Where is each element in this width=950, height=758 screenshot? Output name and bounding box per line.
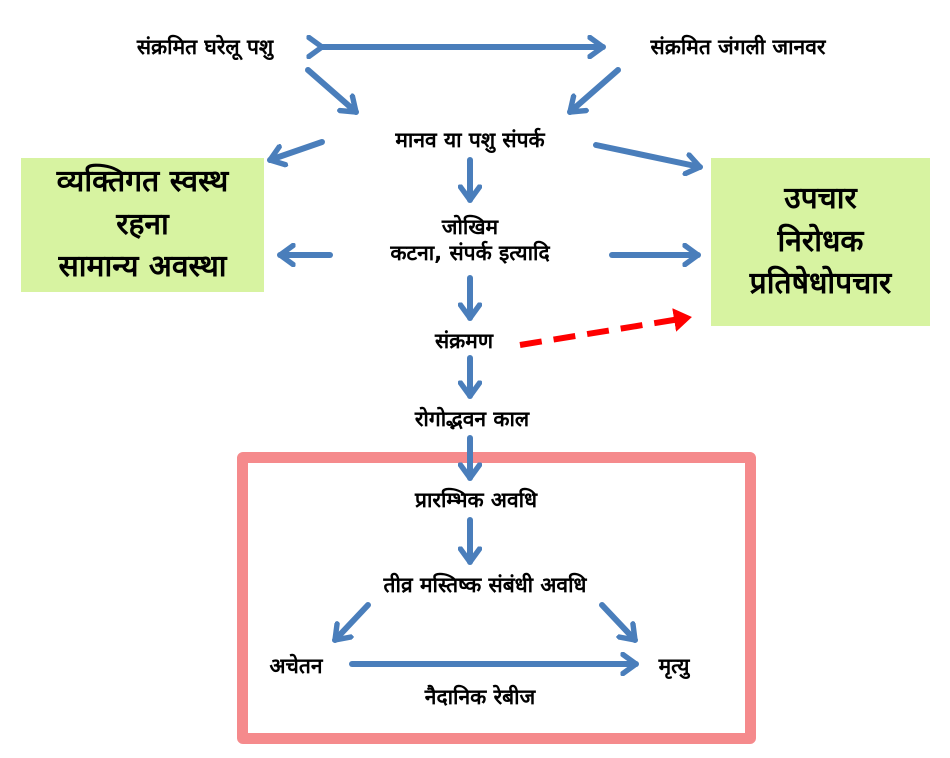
arrow-contact-to-left-box: [267, 139, 325, 160]
node-risk: जोखिम कटना, संपर्क इत्यादि: [390, 214, 549, 267]
treatment-line-3: प्रतिषेधोपचार: [749, 266, 892, 302]
node-infected-domestic: संक्रमित घरेलू पशु: [136, 34, 274, 59]
arrow-acute-to-coma: [332, 602, 371, 643]
node-clinical-rabies: नैदानिक रेबीज: [424, 684, 536, 709]
node-death: मृत्यु: [658, 653, 690, 678]
arrow-acute-to-death: [599, 602, 638, 643]
arrow-domestic-to-contact: [305, 67, 359, 115]
node-contact: मानव या पशु संपर्क: [395, 127, 545, 152]
arrow-infection-to-treatment-dashed: [519, 308, 692, 348]
node-prodromal: प्रारम्भिक अवधि: [411, 486, 541, 514]
treatment-line-1: उपचार: [784, 181, 857, 217]
healthy-line-3: सामान्य अवस्था: [58, 249, 227, 285]
node-coma: अचेतन: [269, 653, 323, 678]
treatment-box: उपचार निरोधक प्रतिषेधोपचार: [711, 158, 930, 326]
node-risk-detail: कटना, संपर्क इत्यादि: [390, 241, 550, 265]
node-infected-wild: संक्रमित जंगली जानवर: [650, 34, 826, 59]
arrow-wild-to-contact: [567, 67, 621, 115]
healthy-line-1: व्यक्तिगत स्वस्थ: [56, 164, 229, 200]
arrow-contact-to-right-box: [593, 142, 703, 167]
node-infection: संक्रमण: [434, 328, 494, 353]
treatment-line-2: निरोधक: [777, 223, 864, 259]
clinical-stages-frame: [237, 452, 756, 744]
node-incubation: रोगोद्भवन काल: [414, 406, 530, 431]
node-risk-title: जोखिम: [441, 214, 499, 239]
healthy-line-2: रहना: [116, 206, 169, 242]
node-acute-neuro: तीव्र मस्तिष्क संबंधी अवधि: [383, 572, 587, 597]
healthy-status-box: व्यक्तिगत स्वस्थ रहना सामान्य अवस्था: [21, 158, 264, 292]
